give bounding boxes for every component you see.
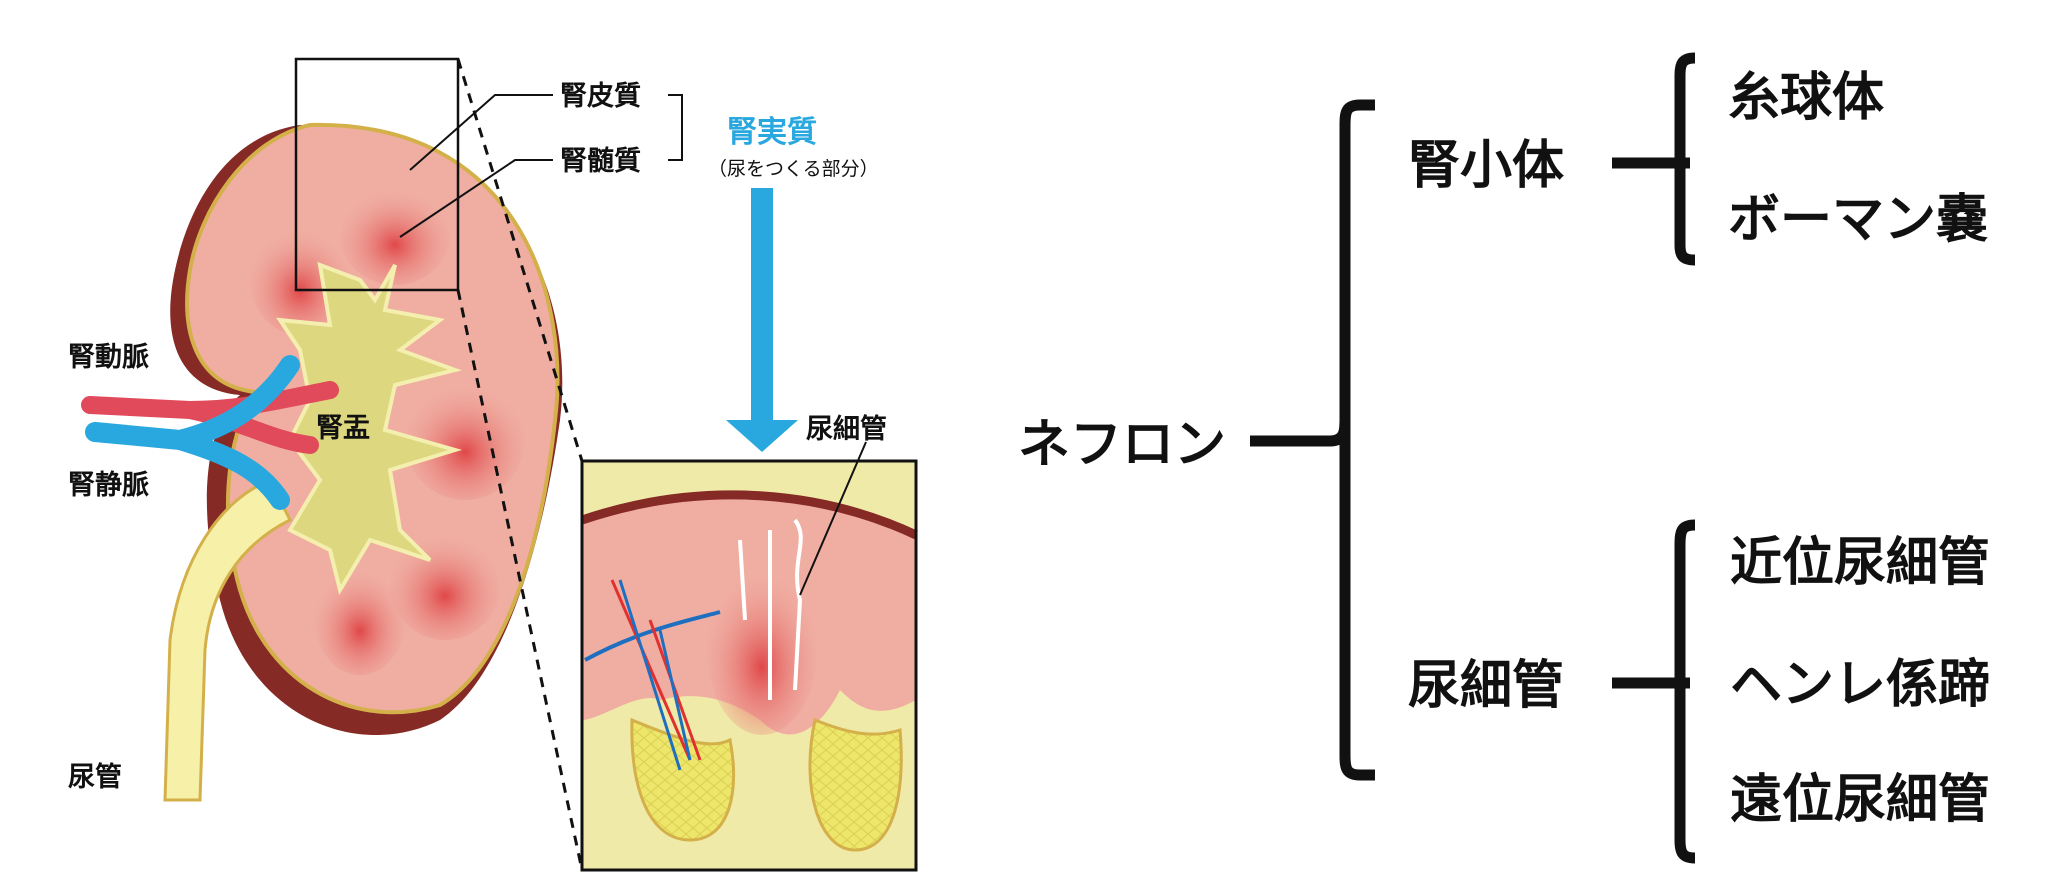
zoom-guide-line <box>456 289 584 871</box>
branch-2-bracket <box>1674 519 1696 864</box>
inset-frame <box>580 459 918 872</box>
label-cortex: 腎皮質 <box>560 81 641 112</box>
leaf-label: ヘンレ係蹄 <box>1730 655 1990 715</box>
nephron-tree <box>1250 52 1696 864</box>
kidney-illustration <box>81 57 683 871</box>
medulla-pyramid <box>250 225 350 335</box>
cortex-leader <box>409 94 553 171</box>
medulla-leader <box>399 159 553 238</box>
leaf-label: ボーマン嚢 <box>1728 190 1988 250</box>
label-tubule: 尿細管 <box>806 414 887 445</box>
branch-1-bracket <box>1674 52 1696 266</box>
parenchyma-bracket <box>668 94 683 161</box>
leaf-label: 近位尿細管 <box>1730 533 1990 593</box>
label-renal-artery: 腎動脈 <box>68 342 149 373</box>
leaf-label: 糸球体 <box>1728 68 1884 128</box>
branch-label: 腎小体 <box>1408 136 1564 196</box>
root-connector <box>1250 419 1351 447</box>
renal-pelvis <box>275 261 463 596</box>
down-arrow-icon <box>726 188 798 452</box>
renal-vein <box>85 355 300 510</box>
label-medulla: 腎髄質 <box>560 146 641 177</box>
label-parenchyma: 腎実質 <box>727 115 817 150</box>
medulla-pyramid <box>315 565 405 675</box>
zoom-guide-line <box>456 58 584 462</box>
root-label: ネフロン <box>1018 415 1226 475</box>
tubule-leader <box>799 441 867 596</box>
label-parenchyma-note: （尿をつくる部分） <box>708 158 879 180</box>
label-renal-pelvis: 腎盂 <box>316 413 370 444</box>
zoom-region-box <box>294 57 460 292</box>
label-renal-vein: 腎静脈 <box>68 470 149 501</box>
root-bracket <box>1339 99 1375 781</box>
tubule-inset <box>580 441 918 872</box>
medulla-pyramid <box>340 185 450 285</box>
leaf-label: 遠位尿細管 <box>1730 770 1990 830</box>
branch-label: 尿細管 <box>1408 656 1564 716</box>
ureter <box>163 478 293 802</box>
label-ureter: 尿管 <box>68 762 122 793</box>
